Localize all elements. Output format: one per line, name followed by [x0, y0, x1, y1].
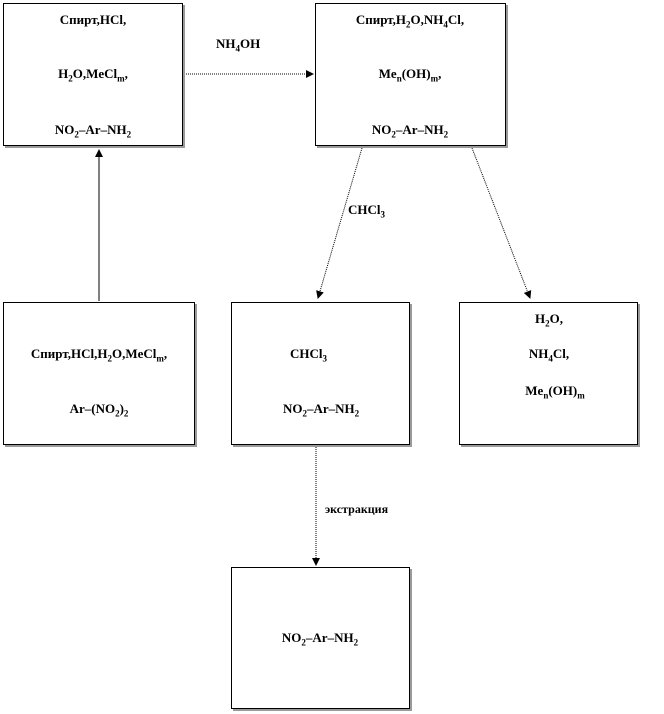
box-product: [231, 567, 410, 709]
arrow-box-b-to-box-e: [471, 147, 532, 299]
label-extraction: экстракция: [325, 502, 389, 516]
box-d-line-2: NO2–Ar–NH2: [283, 401, 360, 419]
box-e-line-1: H2O,: [535, 311, 563, 329]
box-aqueous-phase: [459, 302, 638, 445]
box-organic-phase: [231, 302, 410, 445]
box-c-line-1: Спирт,HCl,H2O,MeClm,: [30, 346, 168, 364]
box-a-line-1: Спирт,HCl,: [59, 12, 127, 27]
box-e-line-2: NH4Cl,: [528, 346, 570, 364]
box-a-line-3: NO2–Ar–NH2: [54, 122, 132, 140]
box-b-line-1: Спирт,H2O,NH4Cl,: [355, 12, 465, 30]
box-b-line-3: NO2–Ar–NH2: [371, 122, 449, 140]
label-chcl3: CHCl3: [348, 202, 385, 220]
box-e-line-3: Men(OH)m: [525, 383, 585, 401]
box-b-line-2: Men(OH)m,: [378, 66, 442, 84]
box-reaction-mixture: [3, 302, 195, 445]
box-f-line-1: NO2–Ar–NH2: [281, 630, 359, 648]
box-mixture-start: [3, 3, 183, 146]
box-c-line-2: Ar–(NO2)2: [69, 401, 129, 419]
arrow-box-b-to-box-d: [316, 147, 363, 299]
box-mixture-neutralized: [315, 3, 506, 146]
box-d-line-1: CHCl3: [290, 346, 327, 364]
label-nh4oh: NH4OH: [216, 36, 261, 54]
box-a-line-2: H2O,MeClm,: [58, 66, 128, 84]
